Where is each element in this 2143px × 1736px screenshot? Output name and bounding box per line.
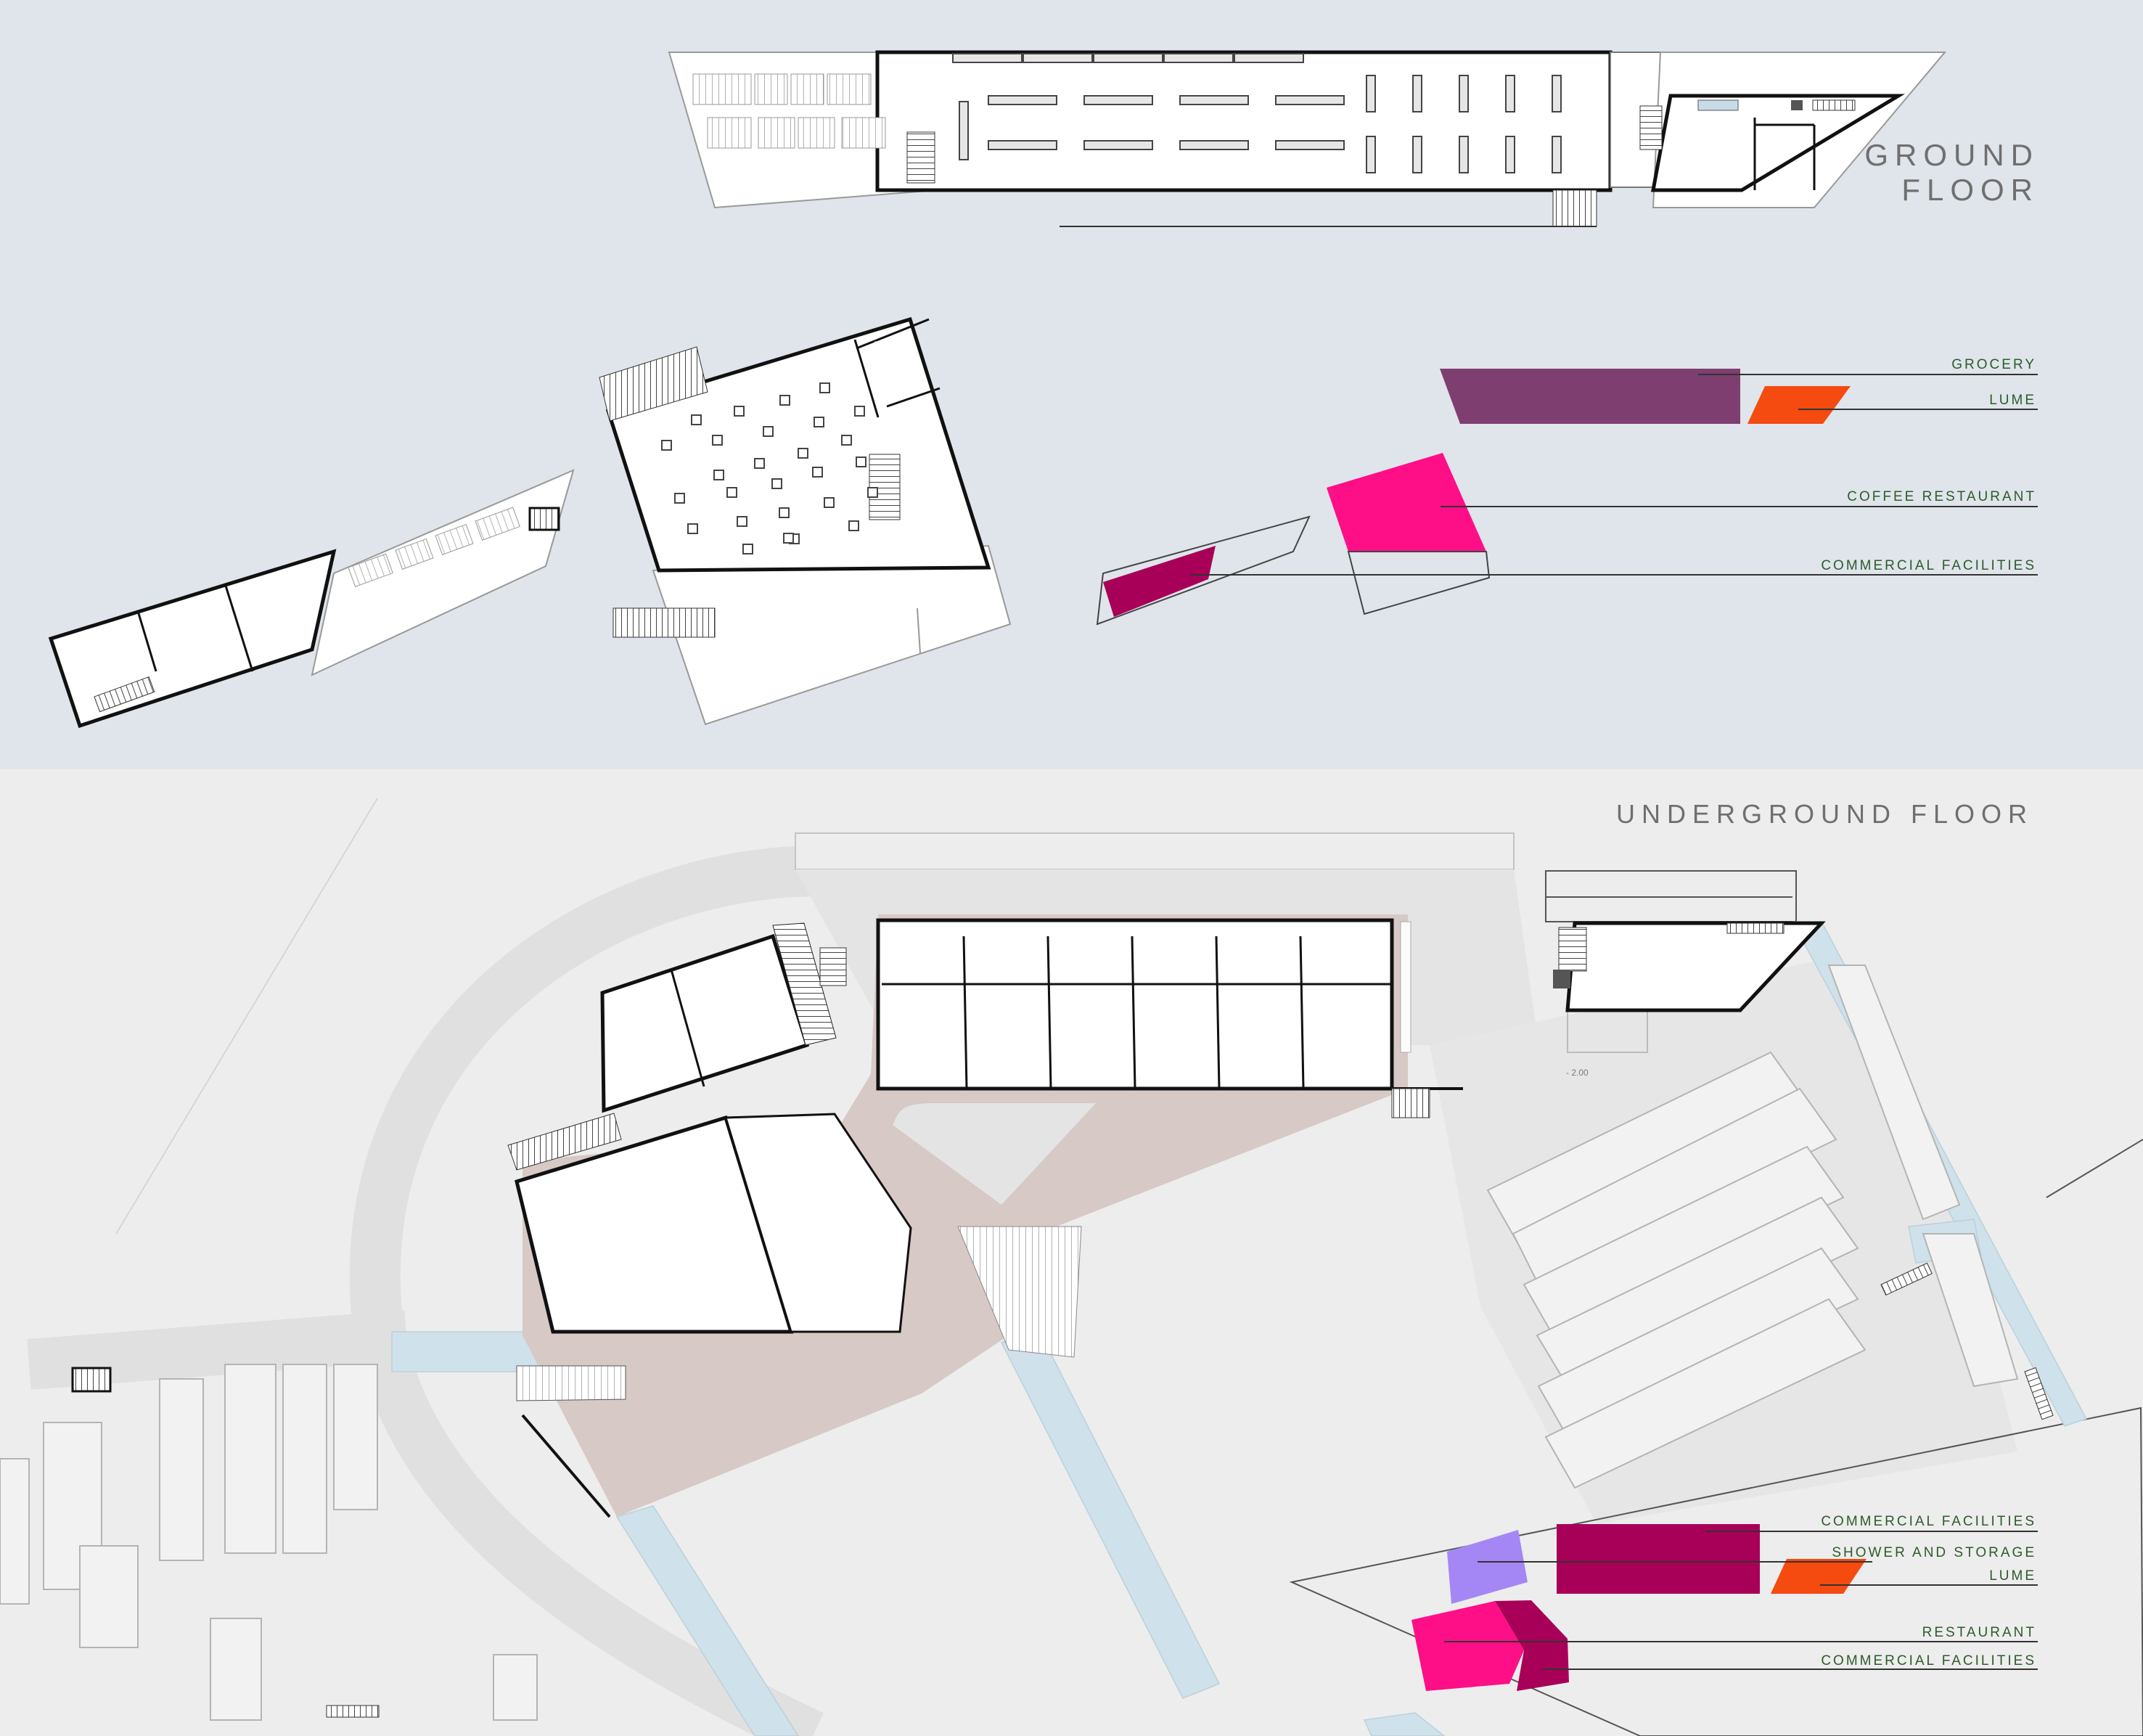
underground-legend-label-2: LUME <box>1989 1568 2036 1584</box>
underground-legend-label-4: COMMERCIAL FACILITIES <box>1821 1653 2036 1669</box>
underground-legend-label-0: COMMERCIAL FACILITIES <box>1821 1514 2036 1529</box>
ground-floor-title-line1: GROUND <box>1864 138 2039 172</box>
ground-legend <box>1190 374 2038 576</box>
access-ring-road <box>27 798 824 1736</box>
ground-floor-title-line2: FLOOR <box>1901 173 2039 207</box>
ground-central-pavilion: WC <box>599 316 1012 726</box>
underground-legend <box>1444 1531 2038 1670</box>
ground-legend-label-3: COMMERCIAL FACILITIES <box>1821 558 2036 573</box>
underground-legend-label-1: SHOWER AND STORAGE <box>1832 1545 2036 1560</box>
underground-west-blocks <box>507 922 912 1518</box>
ground-main-hall <box>668 50 1947 227</box>
ground-legend-label-2: COFFEE RESTAURANT <box>1847 489 2036 504</box>
ground-legend-label-1: LUME <box>1989 393 2036 408</box>
ground-legend-label-0: GROCERY <box>1951 357 2036 372</box>
underground-legend-label-3: RESTAURANT <box>1922 1625 2036 1640</box>
parking-rows <box>0 965 2019 1721</box>
ground-schematic <box>1096 369 1851 626</box>
underground-floor-title: UNDERGROUND FLOOR <box>1616 799 2033 829</box>
ground-left-wing <box>48 469 575 729</box>
wc-label: WC <box>874 338 907 356</box>
underground-schematic <box>1411 1524 1867 1691</box>
level-mark-label: - 2.00 <box>1566 1068 1589 1078</box>
underground-east-block <box>1553 921 1826 1012</box>
underground-main-hall <box>876 918 1463 1118</box>
